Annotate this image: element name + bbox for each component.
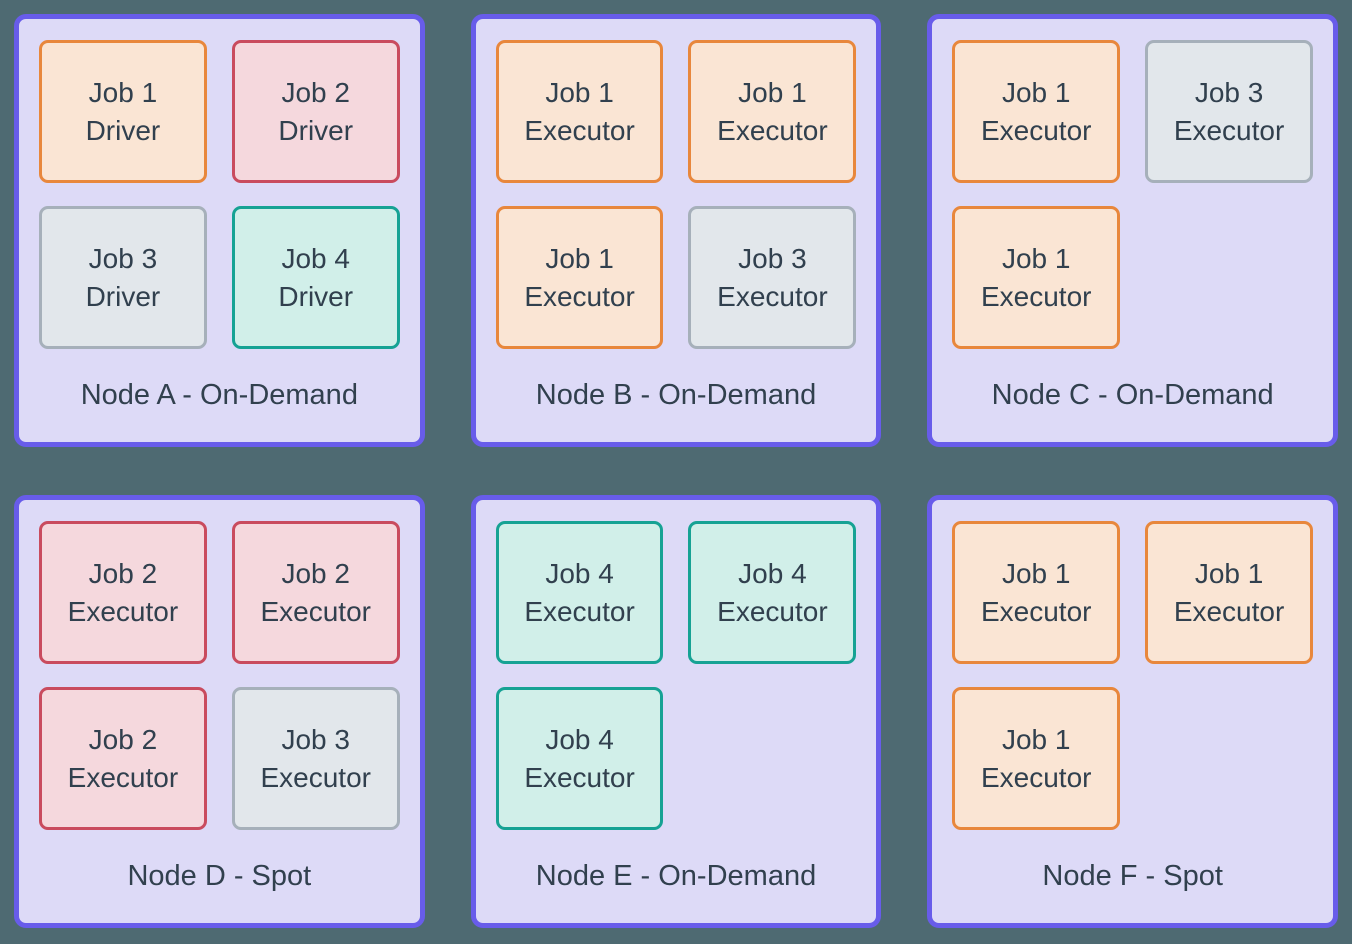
job-box-job2-driver: Job 2 Driver: [231, 40, 400, 183]
job-box-job2-executor: Job 2 Executor: [231, 521, 400, 664]
job-title: Job 1: [738, 76, 807, 108]
job-box-job3-executor: Job 3 Executor: [688, 206, 857, 349]
node-f: Job 1 Executor Job 1 Executor Job 1 Exec…: [927, 495, 1338, 928]
job-title: Job 2: [281, 76, 350, 108]
node-f-jobs: Job 1 Executor Job 1 Executor Job 1 Exec…: [952, 521, 1313, 830]
node-c: Job 1 Executor Job 3 Executor Job 1 Exec…: [927, 14, 1338, 447]
node-a-label: Node A - On-Demand: [80, 379, 358, 411]
job-role: Executor: [524, 595, 635, 627]
job-role: Executor: [717, 595, 828, 627]
job-box-job2-executor: Job 2 Executor: [39, 521, 207, 664]
job-role: Driver: [85, 114, 161, 146]
job-box-job1-executor: Job 1 Executor: [952, 687, 1121, 830]
node-c-jobs: Job 1 Executor Job 3 Executor Job 1 Exec…: [952, 40, 1313, 349]
job-box-job2-executor: Job 2 Executor: [39, 687, 207, 830]
node-a-jobs: Job 1 Driver Job 2 Driver Job 3 Driver J…: [39, 40, 400, 349]
job-title: Job 1: [545, 242, 614, 274]
job-title: Job 3: [738, 242, 807, 274]
node-c-label: Node C - On-Demand: [991, 379, 1274, 411]
job-box-job1-executor: Job 1 Executor: [1145, 521, 1313, 664]
job-box-job4-driver: Job 4 Driver: [231, 206, 400, 349]
job-box-job4-executor: Job 4 Executor: [495, 521, 664, 664]
job-box-job3-executor: Job 3 Executor: [1145, 40, 1313, 183]
node-e-label: Node E - On-Demand: [535, 860, 817, 892]
job-title: Job 4: [738, 557, 807, 589]
job-role: Executor: [260, 761, 371, 793]
job-role: Executor: [67, 595, 179, 627]
job-title: Job 2: [88, 723, 158, 755]
job-title: Job 3: [281, 723, 350, 755]
node-a: Job 1 Driver Job 2 Driver Job 3 Driver J…: [14, 14, 425, 447]
job-box-job1-executor: Job 1 Executor: [495, 40, 664, 183]
job-box-job4-executor: Job 4 Executor: [688, 521, 857, 664]
job-role: Executor: [717, 114, 828, 146]
job-title: Job 1: [1001, 723, 1071, 755]
job-title: Job 1: [88, 76, 158, 108]
node-b-jobs: Job 1 Executor Job 1 Executor Job 1 Exec…: [495, 40, 857, 349]
node-d-label: Node D - Spot: [127, 860, 312, 892]
job-role: Driver: [278, 114, 354, 146]
job-role: Executor: [980, 595, 1092, 627]
node-e-jobs: Job 4 Executor Job 4 Executor Job 4 Exec…: [495, 521, 857, 830]
job-title: Job 1: [1001, 557, 1071, 589]
job-role: Executor: [524, 761, 635, 793]
job-role: Executor: [1173, 595, 1285, 627]
job-title: Job 4: [545, 557, 614, 589]
job-role: Executor: [524, 114, 635, 146]
job-title: Job 1: [1001, 242, 1071, 274]
job-role: Executor: [980, 280, 1092, 312]
job-box-job1-executor: Job 1 Executor: [952, 206, 1121, 349]
job-title: Job 2: [88, 557, 158, 589]
node-b-label: Node B - On-Demand: [535, 379, 817, 411]
job-box-job4-executor: Job 4 Executor: [495, 687, 664, 830]
job-role: Executor: [980, 114, 1092, 146]
node-f-label: Node F - Spot: [1042, 860, 1223, 892]
job-box-job3-executor: Job 3 Executor: [231, 687, 400, 830]
job-role: Executor: [67, 761, 179, 793]
job-box-job1-driver: Job 1 Driver: [39, 40, 207, 183]
job-title: Job 3: [88, 242, 158, 274]
job-title: Job 3: [1194, 76, 1264, 108]
job-title: Job 4: [545, 723, 614, 755]
node-d-jobs: Job 2 Executor Job 2 Executor Job 2 Exec…: [39, 521, 400, 830]
job-title: Job 1: [1001, 76, 1071, 108]
job-box-job1-executor: Job 1 Executor: [495, 206, 664, 349]
job-role: Executor: [524, 280, 635, 312]
job-box-job1-executor: Job 1 Executor: [688, 40, 857, 183]
job-role: Driver: [85, 280, 161, 312]
job-box-job1-executor: Job 1 Executor: [952, 40, 1121, 183]
job-title: Job 1: [1194, 557, 1264, 589]
job-title: Job 2: [281, 557, 350, 589]
node-d: Job 2 Executor Job 2 Executor Job 2 Exec…: [14, 495, 425, 928]
job-role: Executor: [980, 761, 1092, 793]
job-role: Executor: [1173, 114, 1285, 146]
job-title: Job 4: [281, 242, 350, 274]
job-box-job3-driver: Job 3 Driver: [39, 206, 207, 349]
job-role: Driver: [278, 280, 354, 312]
job-title: Job 1: [545, 76, 614, 108]
node-b: Job 1 Executor Job 1 Executor Job 1 Exec…: [470, 14, 882, 447]
job-role: Executor: [717, 280, 828, 312]
node-e: Job 4 Executor Job 4 Executor Job 4 Exec…: [470, 495, 882, 928]
job-role: Executor: [260, 595, 371, 627]
job-box-job1-executor: Job 1 Executor: [952, 521, 1121, 664]
